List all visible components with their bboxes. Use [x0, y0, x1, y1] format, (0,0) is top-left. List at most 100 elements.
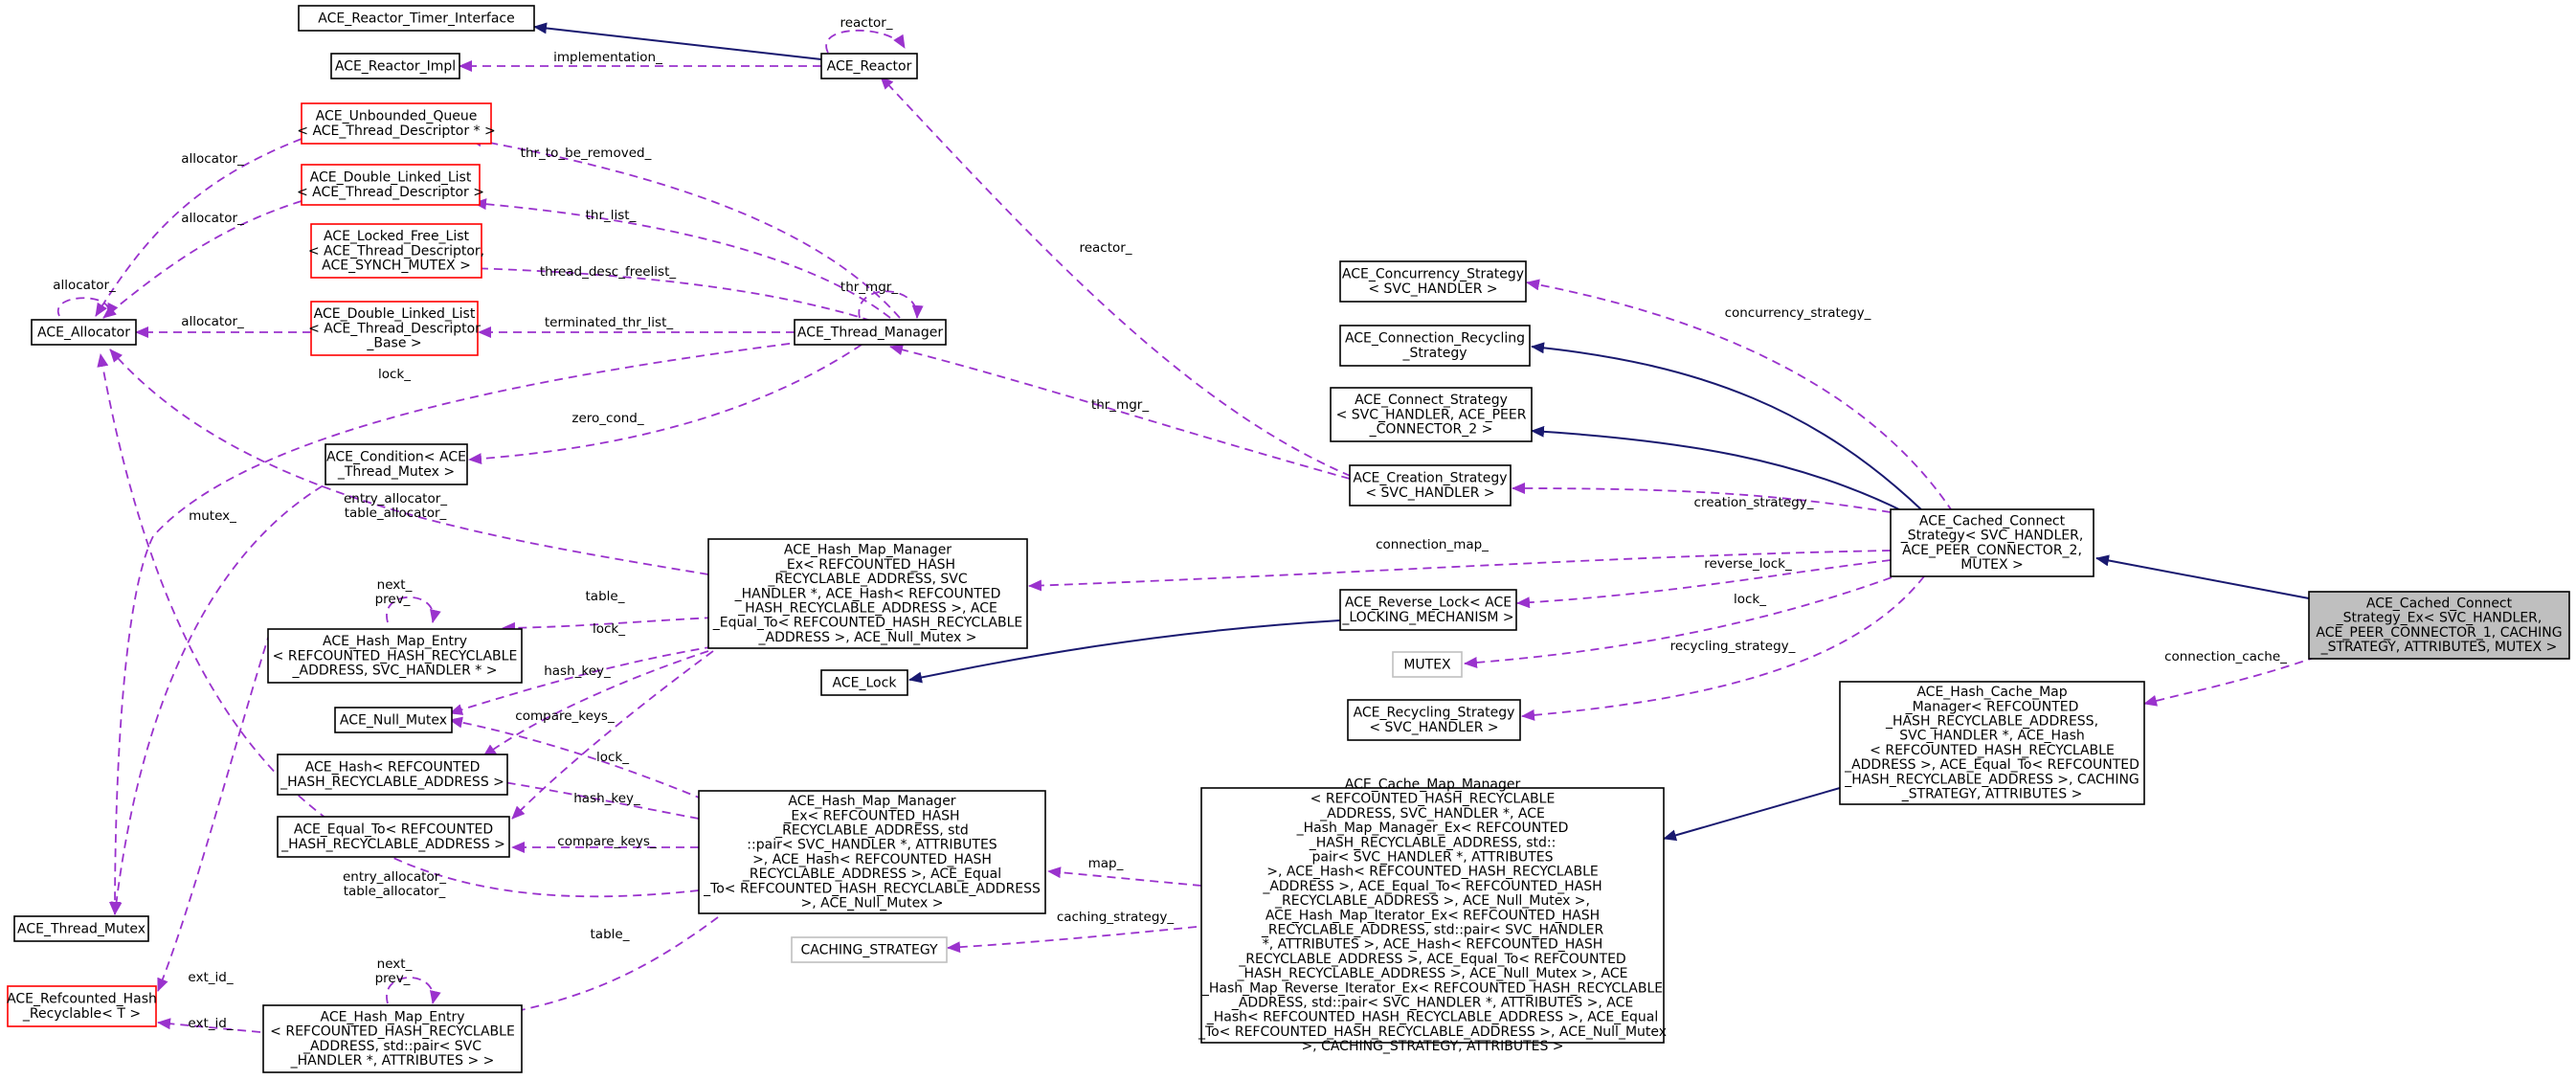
- usage-edge-lock-mutex: [1464, 572, 1906, 668]
- edge-label-ext-id-2: ext_id_: [188, 1016, 233, 1031]
- usage-edge-allocator-dll: [102, 200, 302, 319]
- usage-edge-connection-cache: [2143, 656, 2318, 707]
- usage-edge-hash-key-1: [482, 650, 709, 757]
- class-node-cached-connect[interactable]: ACE_Cached_Connect_Strategy< SVC_HANDLER…: [1890, 508, 2094, 577]
- class-node-label-line: _Equal_To< REFCOUNTED_HASH_RECYCLABLE: [712, 616, 1022, 631]
- class-node-allocator[interactable]: ACE_Allocator: [31, 319, 137, 346]
- class-node-hme-svc[interactable]: ACE_Hash_Map_Entry< REFCOUNTED_HASH_RECY…: [267, 628, 523, 684]
- class-node-label-line: _Strategy: [1402, 346, 1467, 361]
- edge-label-reactor-mid: reactor_: [1079, 240, 1131, 256]
- inherit-edge-lock: [908, 619, 1341, 684]
- class-node-label-line: _HASH_RECYCLABLE_ADDRESS >, ACE: [737, 600, 997, 616]
- class-node-label-line: ACE_Hash< REFCOUNTED: [305, 760, 481, 776]
- class-node-concurrency-strategy[interactable]: ACE_Concurrency_Strategy< SVC_HANDLER >: [1339, 260, 1527, 303]
- class-node-label-line: _HASH_RECYCLABLE_ADDRESS,: [1885, 713, 2098, 729]
- class-node-reactor-impl[interactable]: ACE_Reactor_Impl: [330, 53, 460, 79]
- class-node-label-line: < SVC_HANDLER >: [1368, 281, 1497, 297]
- edge-label-allocator-1: allocator_: [181, 151, 244, 167]
- class-node-box: [1339, 260, 1527, 303]
- class-node-label-line: _STRATEGY, ATTRIBUTES, MUTEX >: [2320, 640, 2558, 655]
- edge-label-thr-to-be-removed: thr_to_be_removed_: [521, 146, 652, 161]
- class-node-label-line: _RECYCLABLE_ADDRESS, SVC: [767, 572, 967, 587]
- class-node-connect-strategy[interactable]: ACE_Connect_Strategy< SVC_HANDLER, ACE_P…: [1330, 387, 1533, 442]
- class-node-lock[interactable]: ACE_Lock: [820, 669, 908, 696]
- class-node-hash-cache-map[interactable]: ACE_Hash_Cache_Map_Manager< REFCOUNTED_H…: [1839, 681, 2145, 805]
- class-node-refcounted-hash[interactable]: ACE_Refcounted_Hash_Recyclable< T >: [7, 985, 157, 1027]
- edge-label-map: map_: [1088, 856, 1124, 871]
- class-node-label-line: ACE_Hash_Map_Entry: [320, 1009, 464, 1024]
- class-node-null-mutex[interactable]: ACE_Null_Mutex: [334, 707, 453, 733]
- class-node-label-line: *, ATTRIBUTES >, ACE_Hash< REFCOUNTED_HA…: [1263, 937, 1603, 953]
- edge-label-reactor-top: reactor_: [840, 15, 892, 31]
- edge-label-caching-strategy: caching_strategy_: [1057, 910, 1175, 925]
- class-node-box: [707, 538, 1028, 649]
- edge-label-thread-desc-freelist: thread_desc_freelist_: [540, 264, 677, 280]
- edge-label-thr-mgr: thr_mgr_: [1091, 397, 1149, 413]
- class-node-box: [31, 319, 137, 346]
- class-node-label-line: _Ex< REFCOUNTED_HASH: [779, 557, 955, 573]
- edge-label-entry-alloc-1: entry_allocator_: [344, 491, 447, 506]
- inherit-edge-connect-strategy: [1531, 425, 1906, 513]
- usage-edge-lock-2: [449, 716, 705, 800]
- edge-label-mutex: mutex_: [189, 508, 236, 524]
- class-node-recycling-strategy[interactable]: ACE_Recycling_Strategy< SVC_HANDLER >: [1347, 699, 1521, 741]
- class-node-box: [267, 628, 523, 684]
- class-node-hash[interactable]: ACE_Hash< REFCOUNTED_HASH_RECYCLABLE_ADD…: [277, 754, 508, 796]
- class-node-label-line: ACE_Thread_Manager: [797, 325, 944, 340]
- class-node-reactor[interactable]: ACE_Reactor: [820, 53, 918, 79]
- class-node-label-line: ACE_Hash_Map_Manager: [784, 543, 952, 558]
- class-node-unbounded-queue[interactable]: ACE_Unbounded_Queue< ACE_Thread_Descript…: [297, 102, 496, 145]
- class-node-box: [2308, 591, 2570, 660]
- class-node-box: [820, 669, 908, 696]
- class-node-label-line: < REFCOUNTED_HASH_RECYCLABLE: [270, 1024, 515, 1040]
- usage-edge-concurrency: [1526, 279, 1954, 513]
- class-node-cached-connect-ex[interactable]: ACE_Cached_Connect_Strategy_Ex< SVC_HAND…: [2308, 591, 2570, 660]
- class-node-creation-strategy[interactable]: ACE_Creation_Strategy< SVC_HANDLER >: [1349, 464, 1512, 506]
- edge-label-zero-cond: zero_cond_: [571, 411, 643, 426]
- class-node-label-line: ACE_Connect_Strategy: [1355, 393, 1508, 408]
- class-node-hmm-svc[interactable]: ACE_Hash_Map_Manager_Ex< REFCOUNTED_HASH…: [707, 538, 1028, 649]
- class-node-thread-manager[interactable]: ACE_Thread_Manager: [794, 319, 947, 346]
- class-node-equal-to[interactable]: ACE_Equal_To< REFCOUNTED_HASH_RECYCLABLE…: [277, 816, 510, 858]
- class-node-label-line: _LOCKING_MECHANISM >: [1341, 610, 1513, 625]
- class-node-hmm-pair[interactable]: ACE_Hash_Map_Manager_Ex< REFCOUNTED_HASH…: [698, 790, 1046, 914]
- class-node-label-line: ACE_Double_Linked_List: [310, 170, 472, 186]
- class-node-condition[interactable]: ACE_Condition< ACE_Thread_Mutex >: [325, 443, 468, 485]
- usage-edge-reactor-mid: [880, 76, 1365, 483]
- class-node-dll-tdb[interactable]: ACE_Double_Linked_List< ACE_Thread_Descr…: [308, 301, 481, 356]
- class-node-label-line: ACE_Lock: [833, 675, 898, 690]
- usage-edge-allocator-queue: [95, 138, 302, 317]
- class-node-label-line: ACE_PEER_CONNECTOR_2,: [1902, 543, 2082, 558]
- class-node-hme-pair[interactable]: ACE_Hash_Map_Entry< REFCOUNTED_HASH_RECY…: [262, 1004, 523, 1073]
- class-node-label-line: ::pair< SVC_HANDLER *, ATTRIBUTES: [747, 838, 997, 853]
- class-node-label-line: _Base >: [366, 335, 421, 350]
- edge-label-prev-1: prev_: [375, 592, 411, 607]
- class-node-label-line: _HASH_RECYCLABLE_ADDRESS >: [280, 775, 504, 790]
- class-node-box: [301, 102, 492, 145]
- class-node-label-line: _HASH_RECYCLABLE_ADDRESS >, ACE_Null_Mut…: [1237, 966, 1628, 981]
- class-node-label-line: pair< SVC_HANDLER *, ATTRIBUTES: [1312, 849, 1554, 865]
- class-node-dll-td[interactable]: ACE_Double_Linked_List< ACE_Thread_Descr…: [297, 164, 484, 206]
- usage-edge-table-1: [502, 617, 714, 634]
- class-node-timer-iface[interactable]: ACE_Reactor_Timer_Interface: [298, 5, 535, 32]
- usage-edge-lock-tm: [109, 341, 805, 915]
- usage-edge-map: [1047, 866, 1202, 887]
- edge-label-entry-alloc-2: entry_allocator_: [343, 869, 446, 885]
- class-node-reverse-lock[interactable]: ACE_Reverse_Lock< ACE_LOCKING_MECHANISM …: [1339, 589, 1517, 631]
- class-node-label-line: _ADDRESS, SVC_HANDLER * >: [292, 663, 498, 678]
- class-node-label-line: _HASH_RECYCLABLE_ADDRESS >: [280, 837, 505, 852]
- class-node-conn-recycling-strategy[interactable]: ACE_Connection_Recycling_Strategy: [1339, 325, 1531, 367]
- class-node-box: [298, 5, 535, 32]
- class-node-thread-mutex[interactable]: ACE_Thread_Mutex: [13, 915, 149, 942]
- class-node-label-line: >, ACE_Hash< REFCOUNTED_HASH_RECYCLABLE: [1266, 865, 1599, 880]
- edge-label-reverse-lock: reverse_lock_: [1704, 556, 1792, 572]
- class-node-cache-map-manager[interactable]: ACE_Cache_Map_Manager< REFCOUNTED_HASH_R…: [1198, 776, 1667, 1054]
- class-node-label-line: _Ex< REFCOUNTED_HASH: [783, 808, 959, 823]
- usage-edge-thr-to-be-removed: [468, 135, 901, 319]
- class-node-label-line: _Recyclable< T >: [22, 1006, 141, 1022]
- class-node-locked-free-list[interactable]: ACE_Locked_Free_List< ACE_Thread_Descrip…: [308, 223, 484, 279]
- class-node-box: [1392, 651, 1463, 678]
- class-node-label-line: < REFCOUNTED_HASH_RECYCLABLE: [1310, 792, 1556, 807]
- class-node-box: [1839, 681, 2145, 805]
- edge-label-lock-mutex: lock_: [1734, 592, 1766, 607]
